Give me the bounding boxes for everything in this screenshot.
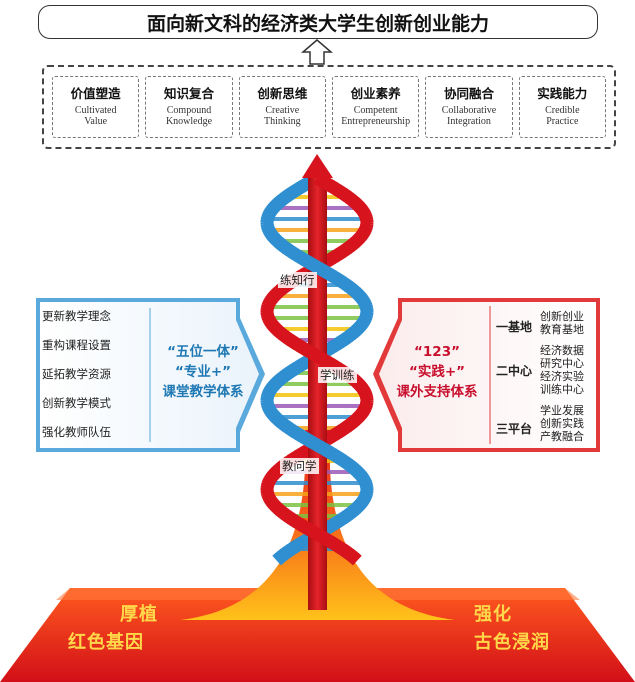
left-list-item: 重构课程设置 (42, 338, 111, 352)
ability-label: 价值塑造 (70, 86, 121, 101)
left-heading-line: 课堂教学体系 (162, 384, 244, 400)
left-list-item: 创新教学模式 (42, 396, 111, 410)
left-panel (36, 298, 265, 452)
right-group-desc: 学业发展 创新实践 产教融合 (540, 404, 584, 443)
left-panel-list: 更新教学理念 重构课程设置 延拓教学资源 创新教学模式 强化教师队伍 (42, 308, 146, 440)
left-list-item: 延拓教学资源 (42, 367, 111, 381)
right-group-desc: 创新创业 教育基地 (540, 310, 584, 336)
ability-english: Compound Knowledge (165, 105, 213, 127)
left-panel-heading: “五位一体” “专业+” 课堂教学体系 (148, 342, 258, 402)
helix-label-top: 练知行 (278, 272, 317, 288)
ability-english: Cultivated Value (74, 105, 117, 127)
base-text-right-bottom: 古色浸润 (474, 632, 550, 653)
helix-label-middle: 学训练 (318, 367, 357, 383)
ability-entrepreneurship: 创业素养 Competent Entrepreneurship (331, 76, 420, 138)
ability-english: Competent Entrepreneurship (341, 105, 411, 127)
right-heading-line: “实践+” (408, 364, 466, 380)
ability-label: 实践能力 (537, 86, 588, 101)
ability-english: Creative Thinking (263, 105, 301, 127)
ability-english: Credible Practice (545, 105, 580, 127)
ability-integration: 协同融合 Collaborative Integration (425, 76, 513, 138)
ability-label: 创新思维 (257, 86, 308, 101)
ability-row: 价值塑造 Cultivated Value 知识复合 Compound Know… (42, 65, 616, 149)
ability-label: 知识复合 (163, 86, 214, 101)
base-text-left-top: 厚植 (120, 604, 158, 625)
base-text-left-bottom: 红色基因 (68, 632, 144, 653)
ability-label: 创业素养 (350, 86, 401, 101)
ability-knowledge: 知识复合 Compound Knowledge (145, 76, 233, 138)
main-title: 面向新文科的经济类大学生创新创业能力 (38, 5, 598, 39)
left-heading-line: “五位一体” (167, 344, 239, 360)
helix-red-strand-segment (350, 553, 362, 566)
right-heading-line: “123” (414, 344, 460, 360)
left-heading-line: “专业+” (174, 364, 232, 380)
right-group-tag: 三平台 (496, 422, 533, 436)
left-list-item: 强化教师队伍 (42, 425, 111, 439)
ability-value: 价值塑造 Cultivated Value (52, 76, 140, 138)
right-group-desc: 经济数据 研究中心 经济实验 训练中心 (540, 344, 584, 396)
right-panel (373, 298, 600, 452)
left-list-item: 更新教学理念 (42, 309, 111, 323)
ability-practice: 实践能力 Credible Practice (518, 76, 606, 138)
ability-label: 协同融合 (443, 86, 494, 101)
helix-label-bottom: 教问学 (280, 458, 319, 474)
right-group-tag: 二中心 (496, 364, 533, 378)
right-panel-heading: “123” “实践+” 课外支持体系 (384, 342, 490, 402)
up-arrow-icon (300, 39, 334, 65)
helix-blue-strand-segment (272, 553, 284, 566)
right-heading-line: 课外支持体系 (396, 384, 478, 400)
base-text-right-top: 强化 (474, 604, 512, 625)
helix-strand-front (260, 172, 374, 566)
ability-thinking: 创新思维 Creative Thinking (238, 76, 326, 138)
base-platform (0, 588, 635, 682)
right-group-tag: 一基地 (496, 320, 533, 334)
ability-english: Collaborative Integration (441, 105, 497, 127)
